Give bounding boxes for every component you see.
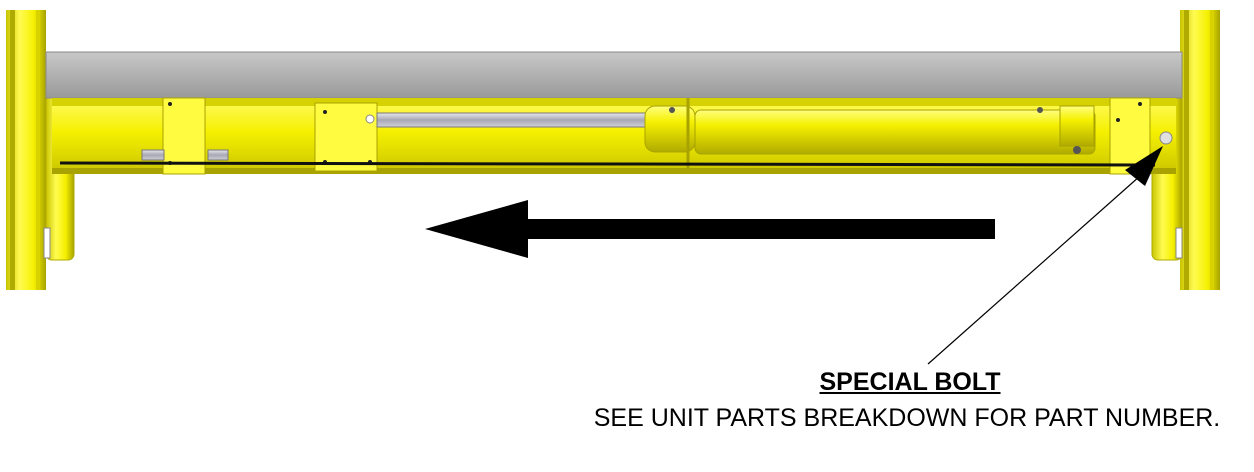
hydraulic-cylinder (644, 98, 1096, 174)
mounting-plate (314, 102, 378, 172)
arrow-left-icon (425, 200, 995, 258)
top-panel (45, 51, 1183, 99)
callout-title: SPECIAL BOLT (819, 368, 1001, 396)
arrow-down-left-icon (927, 146, 1163, 365)
cylinder-rod (376, 112, 648, 128)
special-bolt (1159, 131, 1173, 145)
right-post (1151, 10, 1220, 290)
cable (59, 161, 1156, 167)
rod-end-pin (141, 149, 229, 161)
left-bracket (162, 97, 206, 175)
callout-description: SEE UNIT PARTS BREAKDOWN FOR PART NUMBER… (593, 404, 1221, 432)
